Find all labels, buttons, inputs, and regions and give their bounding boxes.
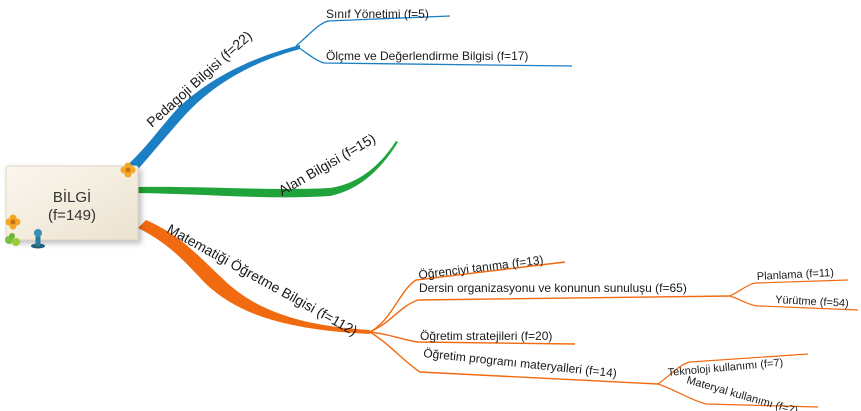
branch-pedagogy-line <box>122 45 300 176</box>
flower-icon <box>120 162 136 178</box>
math-child-student-label[interactable]: Öğrenciyi tanıma (f=13) <box>418 253 544 282</box>
leaf-icon <box>5 233 20 246</box>
root-title: BİLGİ <box>53 188 91 206</box>
mat-child-materials-line <box>657 383 819 408</box>
org-child-planning-label[interactable]: Planlama (f=11) <box>757 267 835 283</box>
org-child-execution-line <box>729 295 859 311</box>
math-child-organization-label[interactable]: Dersin organizasyonu ve konunun sunuluşu… <box>419 281 687 295</box>
root-card <box>5 165 139 241</box>
math-child-strategies-line <box>369 331 576 345</box>
branch-content-line <box>136 141 398 198</box>
branch-math-teaching[interactable]: Matematiği Öğretme Bilgisi (f=112) Öğren… <box>138 220 859 411</box>
branch-math-teaching-line <box>138 220 370 334</box>
math-child-student-line <box>369 261 566 333</box>
org-child-execution-label[interactable]: Yürütme (f=54) <box>775 294 849 310</box>
branch-pedagogy-label[interactable]: Pedagoji Bilgisi (f=22) <box>143 27 255 130</box>
tack-icon <box>31 229 45 249</box>
mat-child-technology-label[interactable]: Teknoloji kullanımı (f=7) <box>667 357 783 379</box>
branch-pedagogy-child-2-line <box>295 45 573 67</box>
branch-pedagogy-child-1-label[interactable]: Sınıf Yönetimi (f=5) <box>326 7 429 21</box>
branch-content[interactable]: Alan Bilgisi (f=15) <box>136 130 398 199</box>
root-count: (f=149) <box>48 207 96 224</box>
branch-math-teaching-label[interactable]: Matematiği Öğretme Bilgisi (f=112) <box>165 220 361 339</box>
math-child-materials-label[interactable]: Öğretim programı materyalleri (f=14) <box>423 346 618 380</box>
branch-pedagogy-child-2-label[interactable]: Ölçme ve Değerlendirme Bilgisi (f=17) <box>326 49 528 63</box>
org-child-planning-line <box>729 279 849 297</box>
branch-pedagogy-child-1-line <box>295 15 451 47</box>
math-child-materials-line <box>369 331 659 385</box>
math-child-organization-line <box>369 295 731 333</box>
mat-child-technology-line <box>657 353 809 385</box>
flower-icon <box>5 214 21 230</box>
root-node[interactable]: BİLGİ (f=149) <box>5 162 139 249</box>
math-child-strategies-label[interactable]: Öğretim stratejileri (f=20) <box>420 329 552 343</box>
